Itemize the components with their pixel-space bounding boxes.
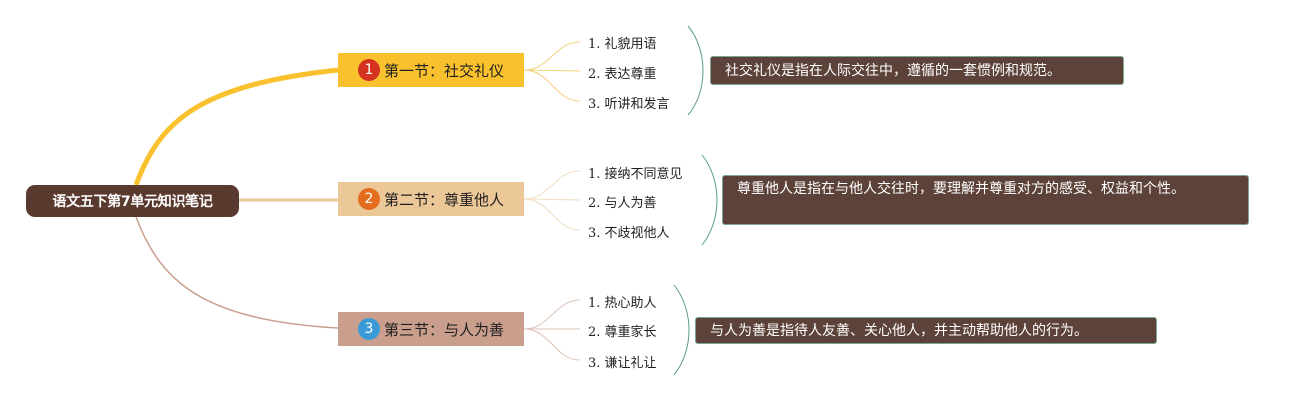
section-2-item-1[interactable]: 1. 接纳不同意见 (588, 167, 683, 182)
branch-section-2-item-3 (523, 198, 581, 231)
branch-section-1-item-2 (523, 69, 581, 72)
section-1-item-1[interactable]: 1. 礼貌用语 (588, 37, 657, 52)
section-1-summary[interactable]: 社交礼仪是指在人际交往中，遵循的一套惯例和规范。 (710, 56, 1124, 85)
section-2-title: 第二节：尊重他人 (383, 190, 504, 209)
root-topic-label: 语文五下第7单元知识笔记 (52, 194, 213, 210)
section-2-number-badge: 2 (357, 188, 380, 210)
section-1-item-2[interactable]: 2. 表达尊重 (588, 67, 657, 82)
section-2-item-2[interactable]: 2. 与人为善 (588, 196, 657, 211)
section-1-topic[interactable]: 1 第一节：社交礼仪 (338, 53, 524, 87)
section-2-summary[interactable]: 尊重他人是指在与他人交往时，要理解并尊重对方的感受、权益和个性。 (722, 175, 1249, 225)
section-3-item-3[interactable]: 3. 谦让礼让 (588, 356, 657, 371)
section-3-summary[interactable]: 与人为善是指待人友善、关心他人，并主动帮助他人的行为。 (695, 317, 1157, 344)
section-3-summary-text: 与人为善是指待人友善、关心他人，并主动帮助他人的行为。 (710, 322, 1088, 339)
branch-section-3-item-3 (523, 328, 581, 361)
section-2-summary-text: 尊重他人是指在与他人交往时，要理解并尊重对方的感受、权益和个性。 (737, 181, 1185, 197)
section-3-item-2[interactable]: 2. 尊重家长 (588, 325, 657, 340)
branch-section-3-item-1 (523, 299, 581, 330)
section-3-topic[interactable]: 3 第三节：与人为善 (338, 312, 524, 346)
summary-bracket-2 (701, 154, 718, 246)
section-1-item-3[interactable]: 3. 听讲和发言 (588, 97, 670, 112)
summary-bracket-1 (687, 25, 704, 116)
branch-section-2-item-1 (523, 170, 581, 200)
summary-bracket-3 (673, 284, 690, 376)
branch-root-section-1 (133, 67, 339, 186)
section-3-title: 第三节：与人为善 (383, 320, 504, 339)
section-3-number-badge: 3 (357, 318, 380, 340)
section-3-item-1[interactable]: 1. 热心助人 (588, 296, 657, 311)
section-2-item-3[interactable]: 3. 不歧视他人 (588, 226, 670, 241)
branch-section-1-item-1 (523, 41, 581, 71)
section-1-title: 第一节：社交礼仪 (383, 61, 504, 80)
section-1-summary-text: 社交礼仪是指在人际交往中，遵循的一套惯例和规范。 (725, 62, 1061, 79)
branch-root-section-3 (135, 216, 339, 329)
root-topic[interactable]: 语文五下第7单元知识笔记 (26, 185, 239, 217)
branch-section-2-item-2 (523, 198, 581, 201)
branch-section-1-item-3 (523, 69, 581, 102)
section-1-number-badge: 1 (357, 59, 380, 81)
section-2-topic[interactable]: 2 第二节：尊重他人 (338, 182, 524, 216)
